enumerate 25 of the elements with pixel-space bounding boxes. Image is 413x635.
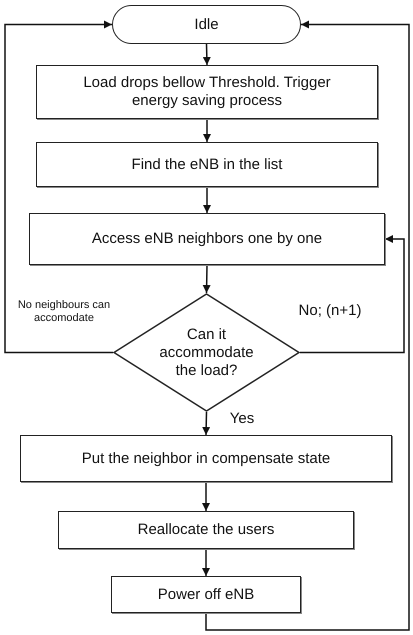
- process-box: [36, 142, 378, 187]
- process-box: [29, 213, 385, 265]
- process-box: [58, 511, 354, 549]
- arrow: [300, 235, 405, 354]
- arrow: [202, 44, 211, 66]
- node-text: Put the neighbor in compensate state: [82, 450, 330, 468]
- arrow: [4, 20, 113, 354]
- arrow: [202, 412, 210, 436]
- process-box: [36, 65, 378, 119]
- arrow: [202, 482, 210, 511]
- arrow: [202, 264, 211, 294]
- arrow: [203, 119, 211, 142]
- node-text: Load drops bellow Threshold. Trigger energy saving process: [82, 74, 332, 110]
- terminal-node: [112, 5, 301, 44]
- arrow: [205, 20, 410, 631]
- node-text: Idle: [194, 16, 219, 34]
- node-text: Power off eNB: [158, 586, 254, 604]
- process-box: [20, 435, 392, 482]
- node-text: Can it accommodate the load?: [158, 326, 255, 380]
- arrow: [203, 187, 211, 213]
- process-box: [111, 576, 301, 613]
- arrow: [202, 549, 210, 576]
- node-text: Find the eNB in the list: [132, 156, 282, 174]
- node-text: Reallocate the users: [138, 521, 274, 539]
- node-text: Access eNB neighbors one by one: [92, 230, 322, 248]
